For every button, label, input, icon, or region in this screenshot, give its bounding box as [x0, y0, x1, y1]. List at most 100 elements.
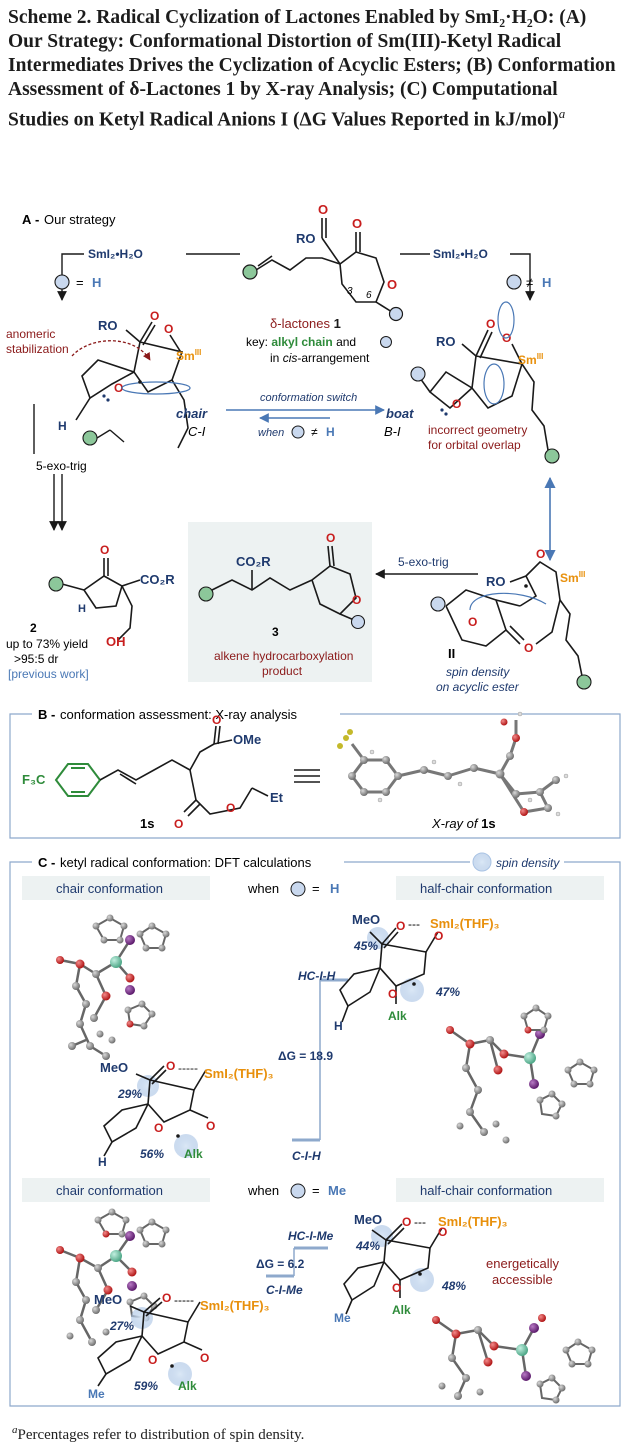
svg-text:O: O — [468, 615, 477, 629]
svg-text:RO: RO — [98, 318, 118, 333]
svg-text:O: O — [166, 1059, 175, 1073]
svg-text:1s: 1s — [140, 816, 154, 831]
svg-text:O: O — [174, 817, 183, 831]
svg-text:H: H — [98, 1155, 107, 1169]
product-2: O CO₂R H OH 2 up to 73% yield >95:5 dr [… — [6, 543, 175, 681]
svg-text:SmI₂(THF)₃: SmI₂(THF)₃ — [430, 916, 500, 931]
svg-text:O: O — [326, 531, 335, 545]
alkyl-chain-marker — [242, 264, 258, 280]
energy-diagram-row1: HC-I-H C-I-H ΔG = 18.9 — [278, 969, 348, 1163]
scheme-caption: Scheme 2. Radical Cyclization of Lactone… — [8, 6, 620, 133]
svg-text:incorrect geometry: incorrect geometry — [428, 423, 527, 437]
svg-text:SmI₂(THF)₃: SmI₂(THF)₃ — [438, 1214, 508, 1229]
lactone-label: δ-lactones 1 — [270, 316, 341, 331]
panel-b-title: conformation assessment: X-ray analysis — [60, 707, 297, 722]
svg-text:>95:5 dr: >95:5 dr — [14, 652, 58, 666]
svg-text:SmI₂(THF)₃: SmI₂(THF)₃ — [204, 1066, 274, 1081]
svg-text:SmIII: SmIII — [176, 348, 201, 363]
svg-text:MeO: MeO — [352, 912, 380, 927]
svg-text:SmI₂(THF)₃: SmI₂(THF)₃ — [200, 1298, 270, 1313]
caption-note-mark: a — [558, 106, 566, 121]
svg-text:3: 3 — [347, 286, 353, 297]
svg-text:O: O — [164, 322, 173, 336]
svg-text:MeO: MeO — [354, 1212, 382, 1227]
svg-text:product: product — [262, 664, 303, 678]
svg-text:MeO: MeO — [100, 1060, 128, 1075]
svg-text:---: --- — [408, 917, 420, 931]
spin-legend: spin density — [496, 856, 560, 870]
svg-text:29%: 29% — [117, 1087, 142, 1101]
svg-text:for orbital overlap: for orbital overlap — [428, 438, 521, 452]
svg-text:44%: 44% — [355, 1239, 380, 1253]
svg-text:O: O — [434, 929, 443, 943]
svg-text:=: = — [76, 275, 84, 290]
svg-text:Et: Et — [270, 790, 284, 805]
svg-text:[previous work]: [previous work] — [8, 667, 89, 681]
panel-a-letter: A — [22, 212, 32, 227]
panel-a: A - Our strategy RO O O O 3 6 δ-lactones… — [6, 202, 592, 694]
key-line-1: key: alkyl chain and — [246, 335, 356, 349]
svg-text:45%: 45% — [353, 939, 378, 953]
svg-text:O: O — [206, 1119, 215, 1133]
scheme-title: Radical Cyclization of Lactones Enabled … — [8, 7, 616, 131]
boat-label: boat — [386, 406, 414, 421]
svg-text:energetically: energetically — [486, 1256, 559, 1271]
svg-text:H: H — [326, 425, 335, 439]
svg-text:47%: 47% — [435, 985, 460, 999]
svg-text:=: = — [312, 1183, 320, 1198]
substituent-marker — [388, 306, 404, 322]
svg-text:O: O — [396, 919, 405, 933]
panel-c-title: ketyl radical conformation: DFT calculat… — [60, 855, 312, 870]
svg-text:C-I-H: C-I-H — [292, 1149, 321, 1163]
svg-text:up to 73% yield: up to 73% yield — [6, 637, 88, 651]
svg-text:O: O — [318, 202, 328, 217]
svg-text:H: H — [334, 1019, 343, 1033]
svg-text:-----: ----- — [174, 1293, 194, 1307]
svg-text:3: 3 — [272, 625, 279, 639]
svg-text:O: O — [148, 1353, 157, 1367]
row1-right-header: half-chair conformation — [420, 881, 552, 896]
svg-text:spin density: spin density — [446, 665, 510, 679]
svg-text:RO: RO — [486, 574, 506, 589]
svg-text:H: H — [78, 603, 86, 615]
svg-text:-: - — [51, 855, 55, 870]
reagent-right: SmI₂•H₂O — [433, 247, 488, 261]
panel-c-letter: C — [38, 855, 48, 870]
svg-text:O: O — [352, 216, 362, 231]
svg-text:O: O — [387, 277, 397, 292]
panel-a-title: Our strategy — [44, 212, 116, 227]
product-3-panel — [188, 522, 372, 682]
boat-intermediate: RO O O O SmIII incorrect geometry for or… — [410, 301, 560, 464]
svg-text:H: H — [542, 275, 551, 290]
svg-text:OH: OH — [106, 634, 126, 649]
chair-intermediate: anomeric stabilization RO O O O SmIII H — [6, 309, 201, 449]
svg-text:RO: RO — [436, 334, 456, 349]
structure-c-i-h: MeO O O O ----- SmI₂(THF)₃ 29% 56% H — [98, 1059, 274, 1169]
scheme-label: Scheme 2. — [8, 7, 92, 28]
svg-text:SmIII: SmIII — [560, 570, 585, 585]
svg-text:O: O — [150, 309, 159, 323]
compound-1s: F₃C O OMe O O Et 1s — [22, 713, 284, 831]
svg-text:Alk: Alk — [388, 1009, 407, 1023]
svg-text:Alk: Alk — [392, 1303, 411, 1317]
svg-text:H: H — [330, 881, 339, 896]
svg-text:OMe: OMe — [233, 732, 261, 747]
svg-text:C-I-Me: C-I-Me — [266, 1283, 303, 1297]
svg-text:B-I: B-I — [384, 424, 401, 439]
svg-text:ΔG = 18.9: ΔG = 18.9 — [278, 1049, 333, 1063]
svg-text:alkene hydrocarboxylation: alkene hydrocarboxylation — [214, 649, 353, 663]
structure-hc-i-h: MeO O O O --- SmI₂(THF)₃ 45% 47% H — [334, 912, 500, 1033]
substrate-lactone — [255, 218, 393, 313]
svg-text:II: II — [448, 646, 455, 661]
intermediate-ii: RO O O O SmIII II spin density on acycli… — [430, 547, 592, 694]
svg-text:Alk: Alk — [178, 1379, 197, 1393]
key-line-2: in cis-arrangement — [270, 351, 370, 365]
exo-right: 5-exo-trig — [398, 555, 449, 569]
svg-text:O: O — [388, 987, 397, 1001]
svg-text:Me: Me — [328, 1183, 346, 1198]
svg-text:-: - — [35, 212, 39, 227]
svg-text:Alk: Alk — [184, 1147, 203, 1161]
svg-text:≠: ≠ — [526, 275, 533, 290]
svg-text:O: O — [154, 1121, 163, 1135]
svg-text:59%: 59% — [134, 1379, 158, 1393]
